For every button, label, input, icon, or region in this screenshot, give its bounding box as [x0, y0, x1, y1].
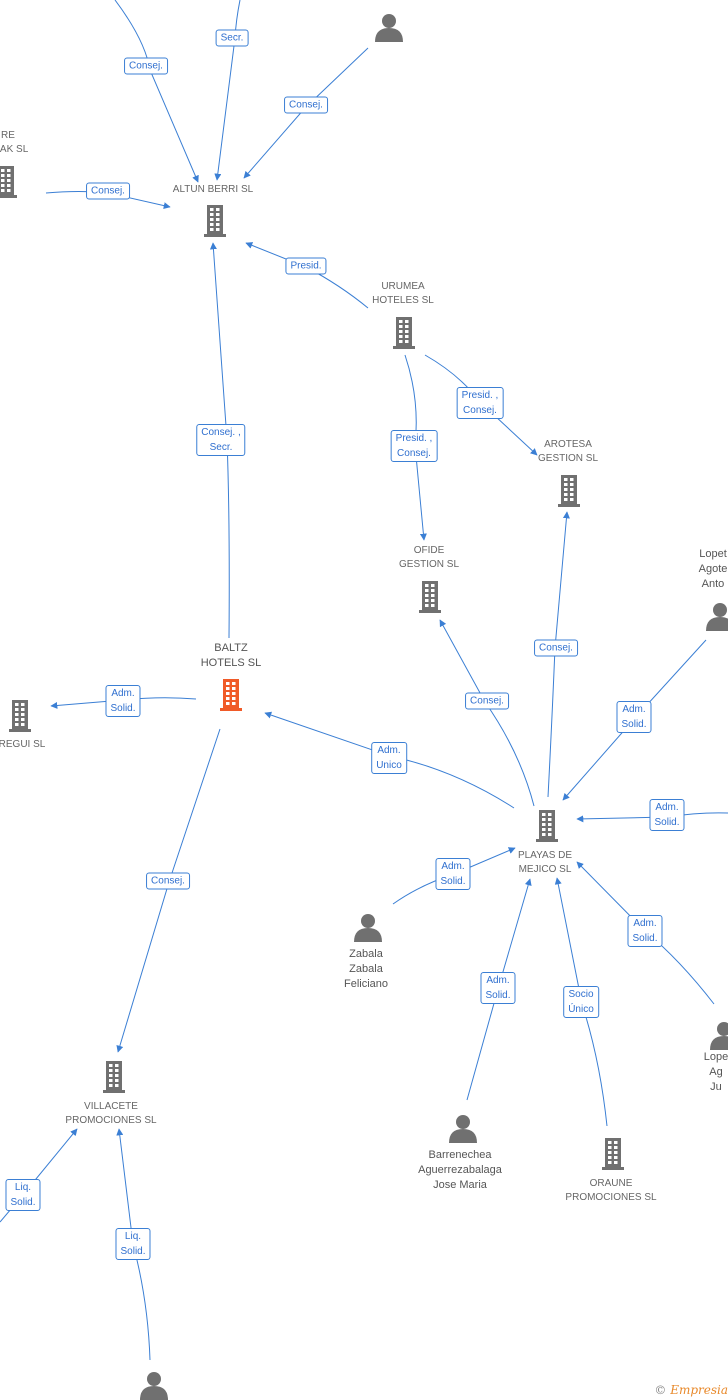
- building-icon[interactable]: [558, 475, 580, 507]
- node-label-villacete: VILLACETE PROMOCIONES SL: [65, 1101, 157, 1126]
- edge-line: [245, 242, 369, 309]
- edge-label[interactable]: Secr.: [215, 29, 249, 47]
- edge-line: [114, 0, 199, 183]
- node-label-lopetegui-antonio: Lopet Agote Anto: [698, 548, 728, 590]
- building-icon[interactable]: [393, 317, 415, 349]
- person-icon[interactable]: [140, 1372, 168, 1400]
- edge-label[interactable]: Adm.Solid.: [105, 685, 141, 717]
- person-icon[interactable]: [375, 14, 403, 42]
- node-label-playas: PLAYAS DE MEJICO SL: [517, 850, 573, 875]
- node-label-egui: REGUI SL: [0, 739, 46, 750]
- edge-label[interactable]: Adm.Solid.: [649, 799, 685, 831]
- edge-line: [116, 728, 221, 1053]
- edge-label[interactable]: Liq.Solid.: [115, 1228, 151, 1260]
- edge-label[interactable]: Adm.Solid.: [480, 972, 516, 1004]
- node-label-baltz: BALTZ HOTELS SL: [200, 642, 262, 669]
- node-label-arotesa: AROTESA GESTION SL: [537, 439, 599, 464]
- node-label-barrenechea: Barrenechea Aguerrezabalaga Jose Maria: [418, 1149, 502, 1191]
- building-icon[interactable]: [103, 1061, 125, 1093]
- building-icon[interactable]: [536, 810, 558, 842]
- node-label-zabala: Zabala Zabala Feliciano: [343, 948, 389, 990]
- edge-label[interactable]: Adm.Solid.: [435, 858, 471, 890]
- edge-line: [214, 0, 241, 181]
- building-icon[interactable]: [9, 700, 31, 732]
- building-icon[interactable]: [602, 1138, 624, 1170]
- edge-label[interactable]: Adm.Solid.: [616, 701, 652, 733]
- node-label-ofide: OFIDE GESTION SL: [398, 545, 460, 570]
- edge-label[interactable]: Presid.: [285, 257, 327, 275]
- person-icon[interactable]: [706, 603, 728, 631]
- person-icon[interactable]: [354, 914, 382, 942]
- building-icon[interactable]: [220, 679, 242, 711]
- edge-label[interactable]: Consej.: [86, 182, 130, 200]
- building-icon[interactable]: [0, 166, 17, 198]
- edge-label[interactable]: Consej. ,Secr.: [196, 424, 246, 456]
- edge-label[interactable]: Presid. ,Consej.: [456, 387, 504, 419]
- node-label-lopetegui-juan: Lope Ag Ju: [703, 1051, 728, 1093]
- copyright-icon: ©: [654, 1383, 667, 1397]
- node-label-zaldizatzak: RE TZAK SL: [0, 130, 29, 155]
- edge-label[interactable]: Presid. ,Consej.: [390, 430, 438, 462]
- person-icon[interactable]: [710, 1022, 728, 1050]
- edge-label[interactable]: Adm.Unico: [371, 742, 407, 774]
- building-icon[interactable]: [204, 205, 226, 237]
- edge-label[interactable]: Consej.: [465, 692, 509, 710]
- edge-label[interactable]: Consej.: [534, 639, 578, 657]
- edge-line: [439, 619, 535, 807]
- edge-label[interactable]: Consej.: [124, 57, 168, 75]
- building-icon[interactable]: [419, 581, 441, 613]
- node-label-altun-berri: ALTUN BERRI SL: [172, 184, 254, 195]
- node-label-oraune: ORAUNE PROMOCIONES SL: [565, 1178, 657, 1203]
- edge-label[interactable]: Consej.: [146, 872, 190, 890]
- brand-logo: Empresia: [670, 1383, 728, 1397]
- edge-label[interactable]: Consej.: [284, 96, 328, 114]
- person-icon[interactable]: [449, 1115, 477, 1143]
- node-label-urumea: URUMEA HOTELES SL: [372, 281, 434, 306]
- watermark: © Empresia: [654, 1383, 728, 1397]
- edge-label[interactable]: Adm.Solid.: [627, 915, 663, 947]
- edge-label[interactable]: Liq.Solid.: [5, 1179, 41, 1211]
